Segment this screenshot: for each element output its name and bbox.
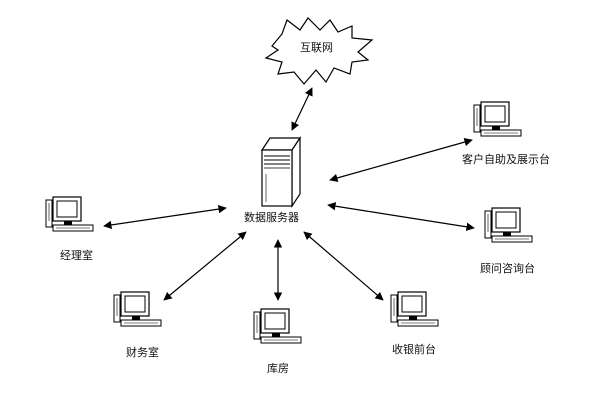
server-icon: [260, 136, 302, 208]
double-arrow-icon-consult: [327, 202, 475, 231]
double-arrow-icon-internet: [291, 87, 313, 131]
node-label-manager: 经理室: [60, 249, 93, 262]
double-arrow-icon-finance: [163, 231, 247, 301]
computer-icon-manager: [45, 196, 94, 232]
node-label-finance: 财务室: [126, 346, 159, 359]
computer-icon-cashier: [390, 291, 439, 327]
node-label-storage: 库房: [267, 362, 289, 375]
node-label-client: 客户自助及展示台: [462, 153, 550, 166]
double-arrow-icon-cashier: [303, 231, 384, 301]
double-arrow-icon-manager: [103, 204, 227, 230]
double-arrow-icon-client: [329, 138, 473, 182]
computer-icon-storage: [253, 308, 302, 344]
node-label-consult: 顾问咨询台: [480, 262, 535, 275]
server-label: 数据服务器: [244, 211, 299, 224]
internet-label: 互联网: [300, 41, 333, 54]
node-label-cashier: 收银前台: [392, 343, 436, 356]
computer-icon-consult: [484, 207, 533, 243]
cloud-icon: [264, 17, 374, 85]
computer-icon-client: [473, 101, 522, 137]
computer-icon-finance: [113, 291, 162, 327]
